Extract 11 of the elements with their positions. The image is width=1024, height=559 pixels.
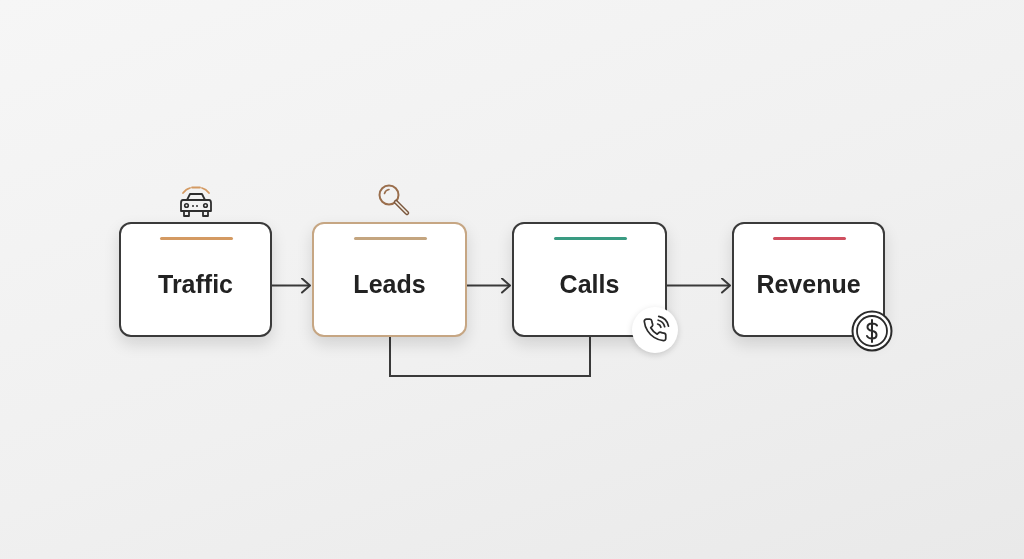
node-label: Traffic <box>158 269 233 299</box>
process-box <box>512 222 667 337</box>
process-box <box>119 222 272 337</box>
arrow <box>666 277 731 294</box>
process-box <box>732 222 885 337</box>
node-label: Leads <box>353 269 426 299</box>
process-box <box>312 222 467 337</box>
node-label: Calls <box>559 269 620 299</box>
arrow <box>271 277 311 294</box>
node-label: Revenue <box>756 269 861 299</box>
arrow <box>466 277 511 294</box>
